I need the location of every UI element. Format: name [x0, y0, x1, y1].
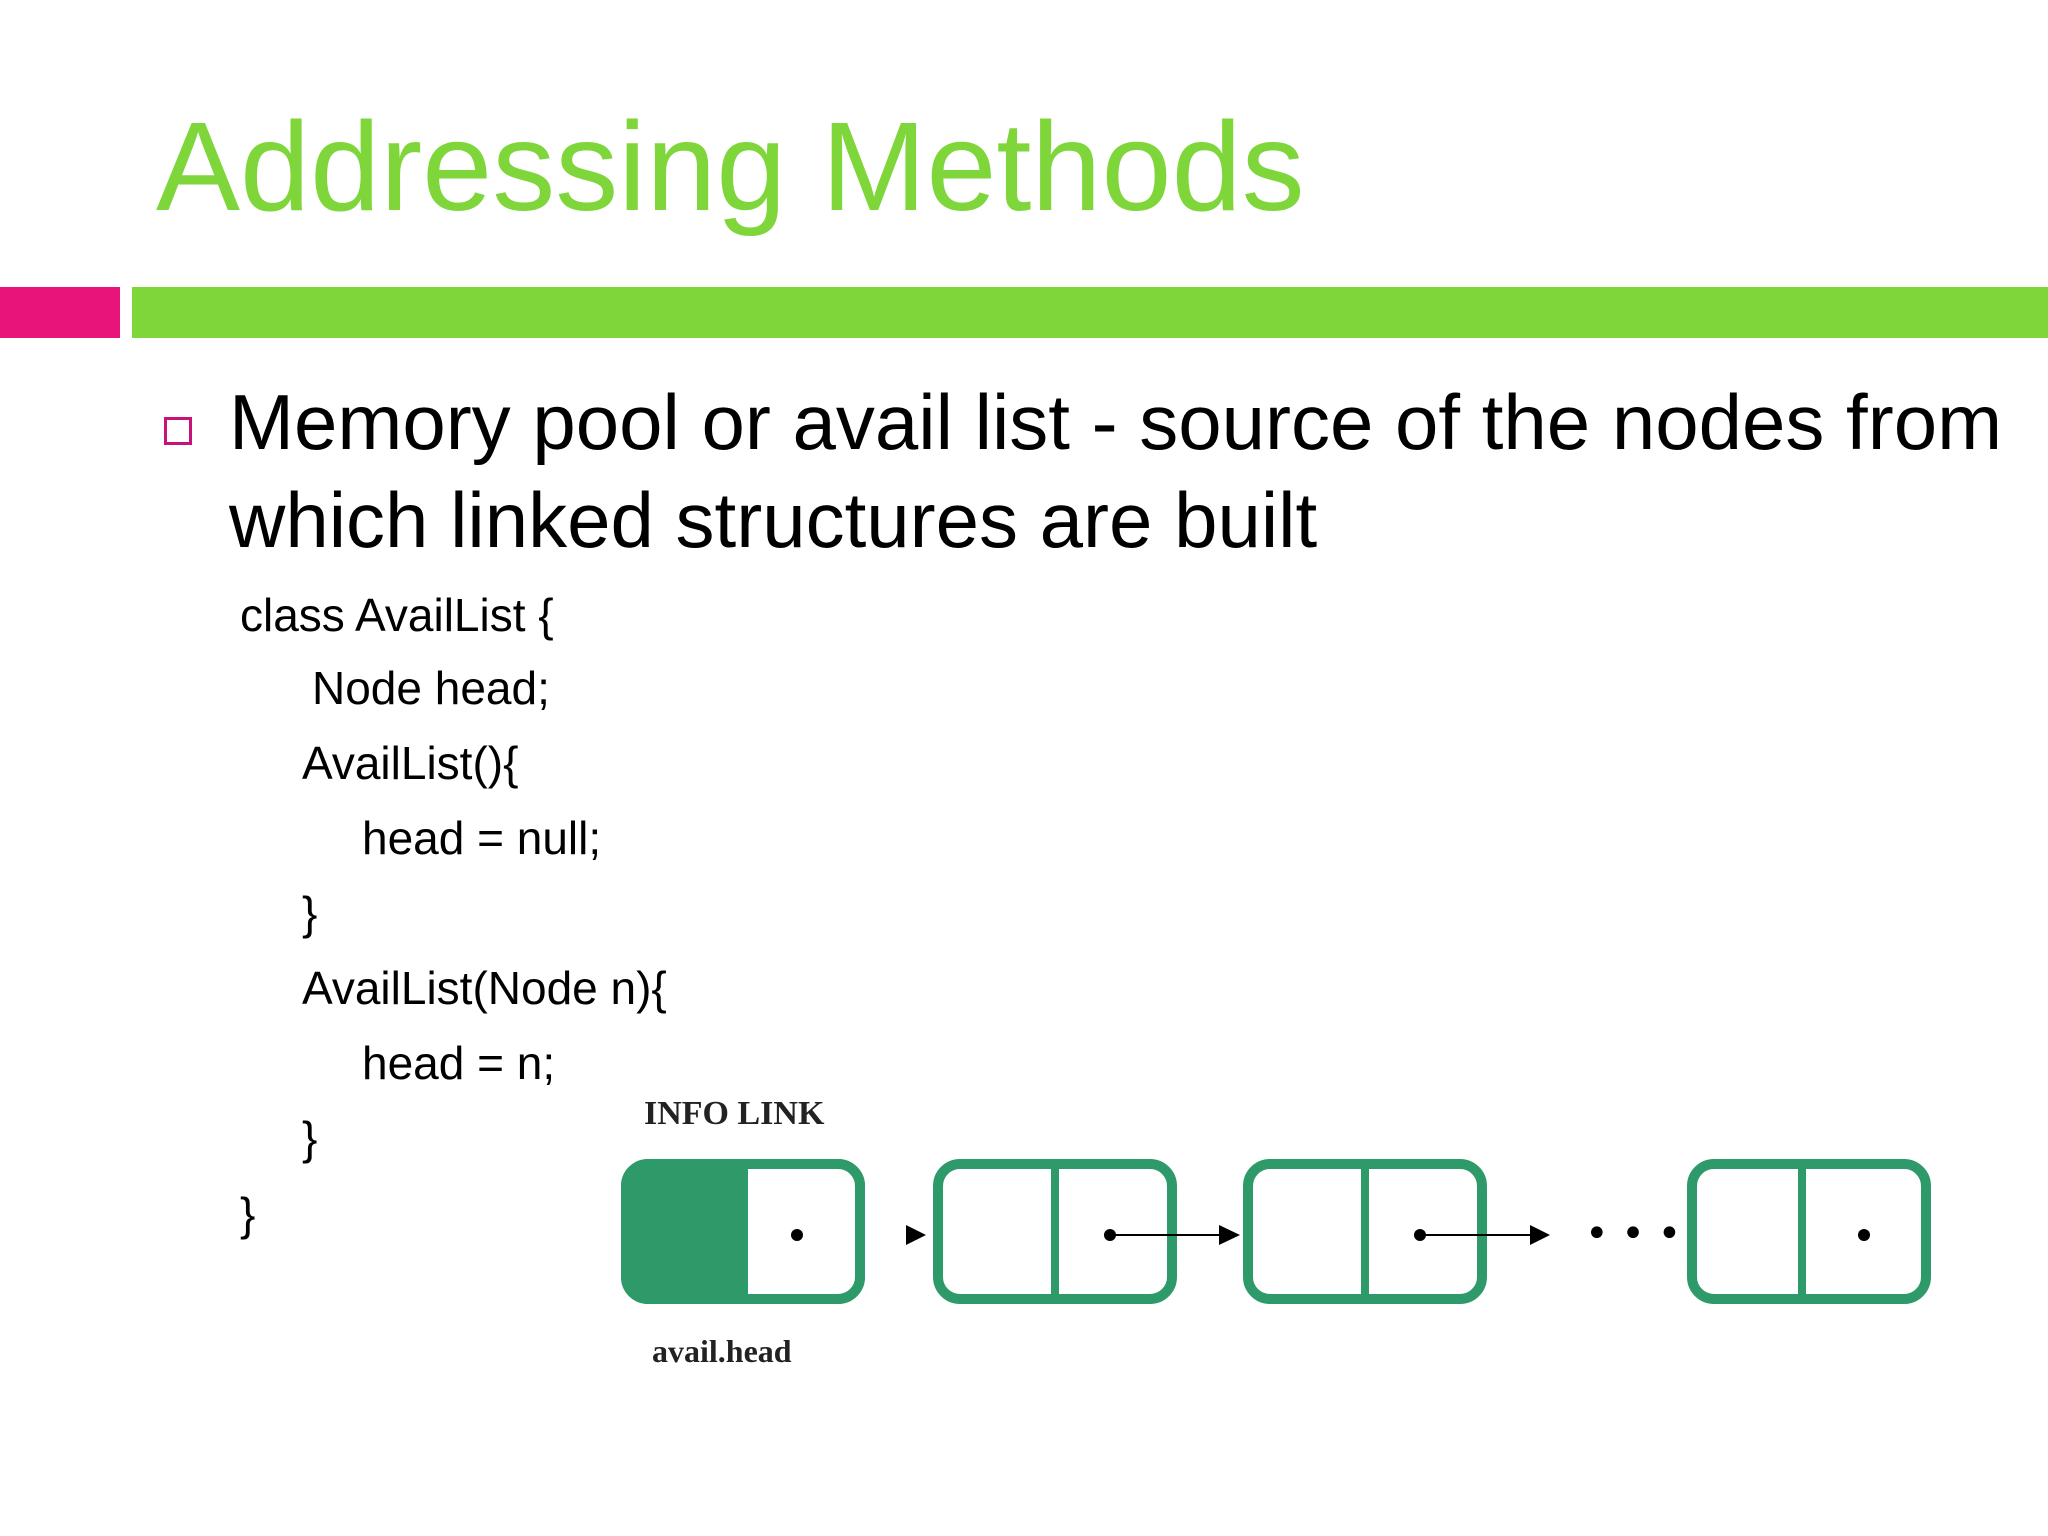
accent-bar-pink: [0, 287, 120, 338]
list-node-head: [621, 1159, 865, 1304]
code-line: Node head;: [312, 662, 550, 714]
code-line: head = null;: [362, 812, 602, 864]
list-node-tail: [1687, 1159, 1931, 1304]
code-line: }: [240, 1188, 256, 1240]
info-link-label: INFO LINK: [644, 1095, 825, 1132]
code-line: head = n;: [362, 1037, 556, 1089]
code-line: }: [302, 887, 318, 939]
avail-head-label: avail.head: [652, 1333, 792, 1369]
slide-title: Addressing Methods: [156, 96, 1305, 237]
accent-bar-green: [132, 287, 2048, 338]
code-line: class AvailList {: [240, 589, 554, 641]
square-bullet-icon: [164, 417, 192, 445]
arrowhead: [906, 1225, 926, 1245]
code-line: AvailList(){: [302, 737, 519, 789]
list-node: [933, 1159, 1177, 1304]
bullet-text: Memory pool or avail list - source of th…: [229, 378, 2003, 564]
list-node: [1243, 1159, 1487, 1304]
ellipsis: • • •: [1585, 1211, 1681, 1257]
arrowhead: [1530, 1225, 1550, 1245]
code-line: AvailList(Node n){: [302, 962, 667, 1014]
linked-list-diagram: INFO LINK • • •: [621, 1095, 1931, 1369]
arrowhead: [1219, 1225, 1240, 1245]
code-line: }: [302, 1112, 318, 1164]
